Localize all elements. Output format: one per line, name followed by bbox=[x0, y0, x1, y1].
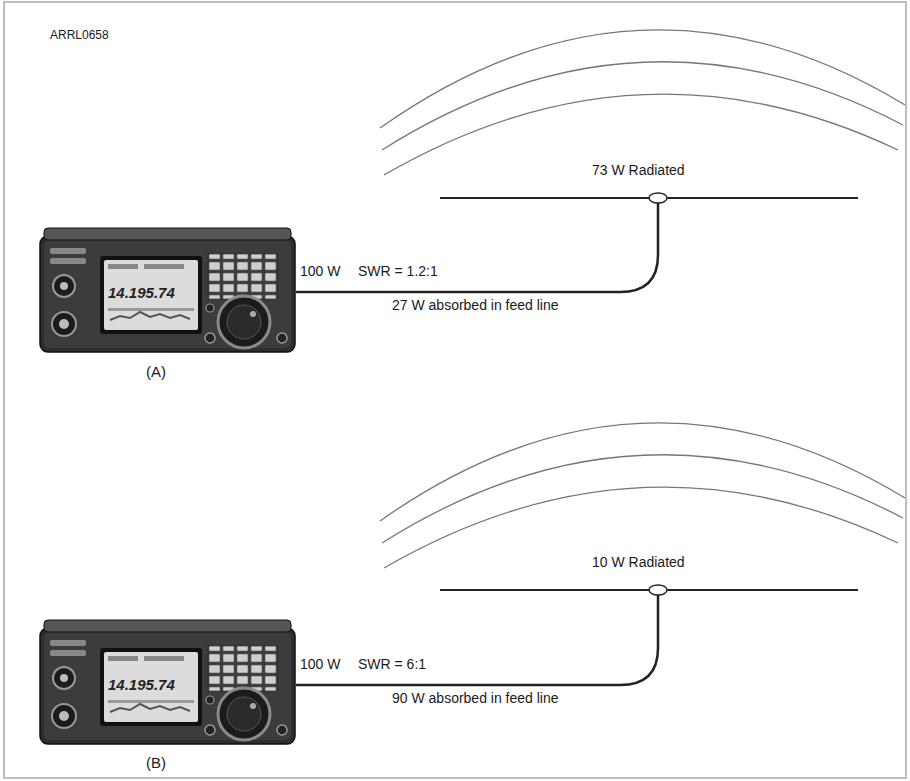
display-readout: 14.195.74 bbox=[108, 677, 175, 694]
feed-point bbox=[649, 585, 667, 595]
feed-line bbox=[296, 595, 658, 685]
power-label: 100 W bbox=[300, 657, 340, 672]
frame bbox=[4, 2, 906, 778]
display-readout: 14.195.74 bbox=[108, 285, 175, 302]
feed-line bbox=[296, 203, 658, 292]
loss-label: 27 W absorbed in feed line bbox=[392, 298, 559, 313]
power-label: 10 W Radiated bbox=[592, 555, 685, 570]
loss-label: 90 W absorbed in feed line bbox=[392, 691, 559, 706]
feed-point bbox=[649, 193, 667, 203]
swr-label: SWR = 6:1 bbox=[358, 657, 426, 672]
swr-label: SWR = 1.2:1 bbox=[358, 264, 438, 279]
radiated-waves bbox=[380, 30, 905, 175]
figure-id: ARRL0658 bbox=[50, 29, 109, 42]
panel-letter: (B) bbox=[146, 755, 166, 772]
panel-letter: (A) bbox=[146, 364, 166, 381]
radiated-waves bbox=[380, 423, 905, 568]
power-label: 100 W bbox=[300, 264, 340, 279]
transceiver bbox=[40, 620, 295, 744]
transceiver bbox=[40, 228, 295, 352]
power-label: 73 W Radiated bbox=[592, 163, 685, 178]
